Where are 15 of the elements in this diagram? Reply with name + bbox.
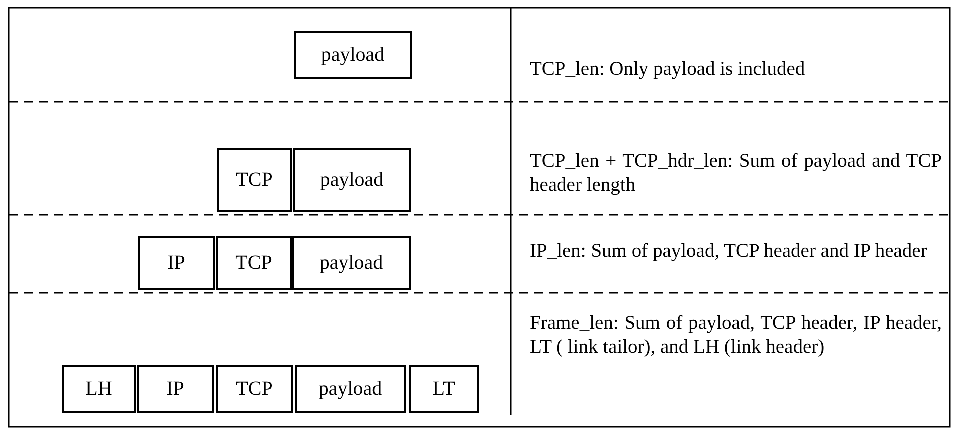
header-block: TCP bbox=[217, 148, 292, 212]
header-block: LH bbox=[62, 365, 136, 413]
description-text: TCP_len + TCP_hdr_len: Sum of payload and TCP header length bbox=[530, 150, 942, 198]
header-block: payload bbox=[293, 148, 411, 212]
description-text: Frame_len: Sum of payload, TCP header, IP header, LT ( link tailor), and LH (link header) bbox=[530, 312, 942, 360]
header-block: TCP bbox=[216, 236, 292, 290]
description-text: IP_len: Sum of payload, TCP header and IP header bbox=[530, 240, 928, 264]
header-block: IP bbox=[137, 365, 214, 413]
header-block: payload bbox=[292, 236, 411, 290]
header-block: LT bbox=[409, 365, 479, 413]
header-block: TCP bbox=[216, 365, 293, 413]
description-text: TCP_len: Only payload is included bbox=[530, 58, 806, 82]
header-block: payload bbox=[295, 365, 406, 413]
header-block: payload bbox=[294, 31, 412, 79]
header-block: IP bbox=[138, 236, 215, 290]
